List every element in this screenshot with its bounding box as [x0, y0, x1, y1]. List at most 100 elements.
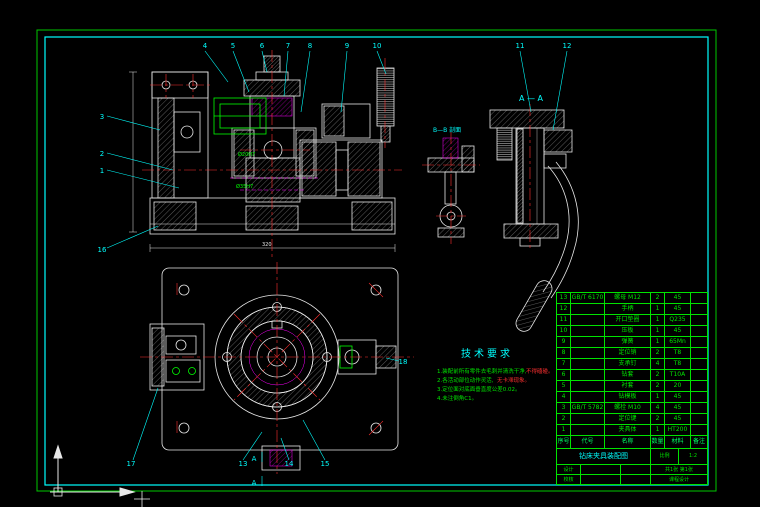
title-block: 钻床夹具装配图 比例 1:2 设计 共1张 第1张 校核 课程设计: [556, 448, 708, 485]
callout-balloon: 3: [100, 113, 104, 121]
bom-row: 9 弹簧 1 65Mn: [557, 336, 708, 347]
section-bb-centerlines: [422, 132, 480, 244]
bom-cell-mat: 45: [665, 303, 691, 314]
bom-cell-no: 6: [557, 369, 571, 380]
bom-row: 4 钻模板 1 45: [557, 391, 708, 402]
bom-cell-no: 2: [557, 413, 571, 424]
callout-balloon: 7: [286, 42, 290, 50]
bom-cell-note: [691, 314, 708, 325]
bom-cell-note: [691, 413, 708, 424]
bom-cell-code: [571, 358, 605, 369]
bom-cell-mat: T8: [665, 347, 691, 358]
tech-req-line: 1.装配前所有零件去毛刺并清洗干净,: [437, 367, 527, 375]
bom-cell-note: [691, 358, 708, 369]
tech-req-line: 2.各活动部位动作灵活,: [437, 376, 494, 384]
callout-balloon: 10: [373, 42, 382, 50]
section-aa-label: A — A: [519, 94, 544, 103]
bom-cell-qty: 2: [651, 413, 665, 424]
dim-text: 320: [262, 242, 272, 248]
callout-balloon: 5: [231, 42, 235, 50]
bom-cell-name: 钻模板: [605, 391, 651, 402]
front-view-dimensions: Ø20H7 Ø35H7 320: [236, 151, 272, 248]
bom-cell-no: 8: [557, 347, 571, 358]
bom-cell-name: 压板: [605, 325, 651, 336]
check-name-cell: [581, 475, 621, 485]
bom-cell-qty: 2: [651, 369, 665, 380]
bom-cell-code: [571, 314, 605, 325]
callout-balloon: 4: [203, 42, 208, 50]
callout-balloon: 12: [563, 42, 572, 50]
bom-cell-code: [571, 391, 605, 402]
technical-requirements: 技术要求 1.装配前所有零件去毛刺并清洗干净, 不得磕碰。 2.各活动部位动作灵…: [437, 347, 554, 402]
callout-balloon: 8: [308, 42, 312, 50]
bom-cell-code: [571, 325, 605, 336]
check-date-cell: [621, 475, 651, 485]
bom-cell-no: 9: [557, 336, 571, 347]
bom-cell-note: [691, 336, 708, 347]
bom-cell-mat: 45: [665, 292, 691, 303]
bom-cell-name: 衬套: [605, 380, 651, 391]
bom-cell-note: [691, 292, 708, 303]
bom-row: 8 定位销 2 T8: [557, 347, 708, 358]
bom-header-no: 序号: [557, 435, 571, 448]
bom-cell-mat: T8: [665, 358, 691, 369]
bom-row: 5 衬套 2 20: [557, 380, 708, 391]
bom-cell-qty: 4: [651, 402, 665, 413]
bom-cell-code: [571, 303, 605, 314]
parts-list-rows: 13 GB/T 6170 螺母 M12 2 45 12 手柄 1 45 11 开…: [557, 292, 708, 435]
bom-cell-name: 弹簧: [605, 336, 651, 347]
bom-cell-no: 11: [557, 314, 571, 325]
callout-balloon: 16: [98, 246, 107, 254]
bom-cell-code: [571, 424, 605, 435]
bom-header-mat: 材料: [665, 435, 691, 448]
bom-cell-qty: 1: [651, 336, 665, 347]
callout-balloon: 6: [260, 42, 265, 50]
callout-balloon: 15: [321, 460, 330, 468]
section-arrow-label: A: [252, 455, 257, 463]
bom-cell-name: 支承钉: [605, 358, 651, 369]
bom-cell-name: 螺栓 M10: [605, 402, 651, 413]
bom-cell-code: [571, 347, 605, 358]
bom-cell-name: 开口垫圈: [605, 314, 651, 325]
bom-cell-no: 7: [557, 358, 571, 369]
front-view-highlight-part: [213, 97, 267, 135]
bom-cell-code: [571, 336, 605, 347]
bom-header-name: 名称: [605, 435, 651, 448]
bom-cell-no: 10: [557, 325, 571, 336]
bom-cell-mat: 20: [665, 380, 691, 391]
bom-cell-no: 4: [557, 391, 571, 402]
callout-balloon: 1: [100, 167, 104, 175]
bom-header-row: 序号 代号 名称 数量 材料 备注: [557, 435, 708, 448]
bom-cell-name: 定位键: [605, 413, 651, 424]
callout-balloon: 13: [239, 460, 248, 468]
bom-cell-note: [691, 325, 708, 336]
bom-cell-mat: 45: [665, 325, 691, 336]
design-date-cell: [621, 465, 651, 475]
bom-cell-qty: 1: [651, 325, 665, 336]
bom-cell-mat: 45: [665, 402, 691, 413]
callout-leaders: [106, 50, 568, 486]
bom-cell-qty: 2: [651, 380, 665, 391]
bom-cell-note: [691, 380, 708, 391]
bom-row: 11 开口垫圈 1 Q235: [557, 314, 708, 325]
bom-cell-name: 钻套: [605, 369, 651, 380]
bom-row: 13 GB/T 6170 螺母 M12 2 45: [557, 292, 708, 303]
callout-balloon: 9: [345, 42, 349, 50]
design-label: 设计: [557, 465, 581, 475]
bom-row: 10 压板 1 45: [557, 325, 708, 336]
callout-balloon: 18: [399, 358, 408, 366]
frame-outer: [36, 29, 717, 492]
bom-cell-note: [691, 424, 708, 435]
bom-cell-qty: 1: [651, 424, 665, 435]
crosshair-cursor[interactable]: [134, 491, 150, 507]
bom-header-code: 代号: [571, 435, 605, 448]
plan-view: [149, 267, 399, 471]
bom-cell-qty: 1: [651, 391, 665, 402]
bom-cell-mat: 45: [665, 391, 691, 402]
callout-numbers: 4 5 6 7 8 9 10 3 2 1 16 11 12 17 13 14 1…: [98, 42, 572, 487]
bom-cell-note: [691, 369, 708, 380]
bom-cell-code: GB/T 5782: [571, 402, 605, 413]
bom-cell-no: 5: [557, 380, 571, 391]
